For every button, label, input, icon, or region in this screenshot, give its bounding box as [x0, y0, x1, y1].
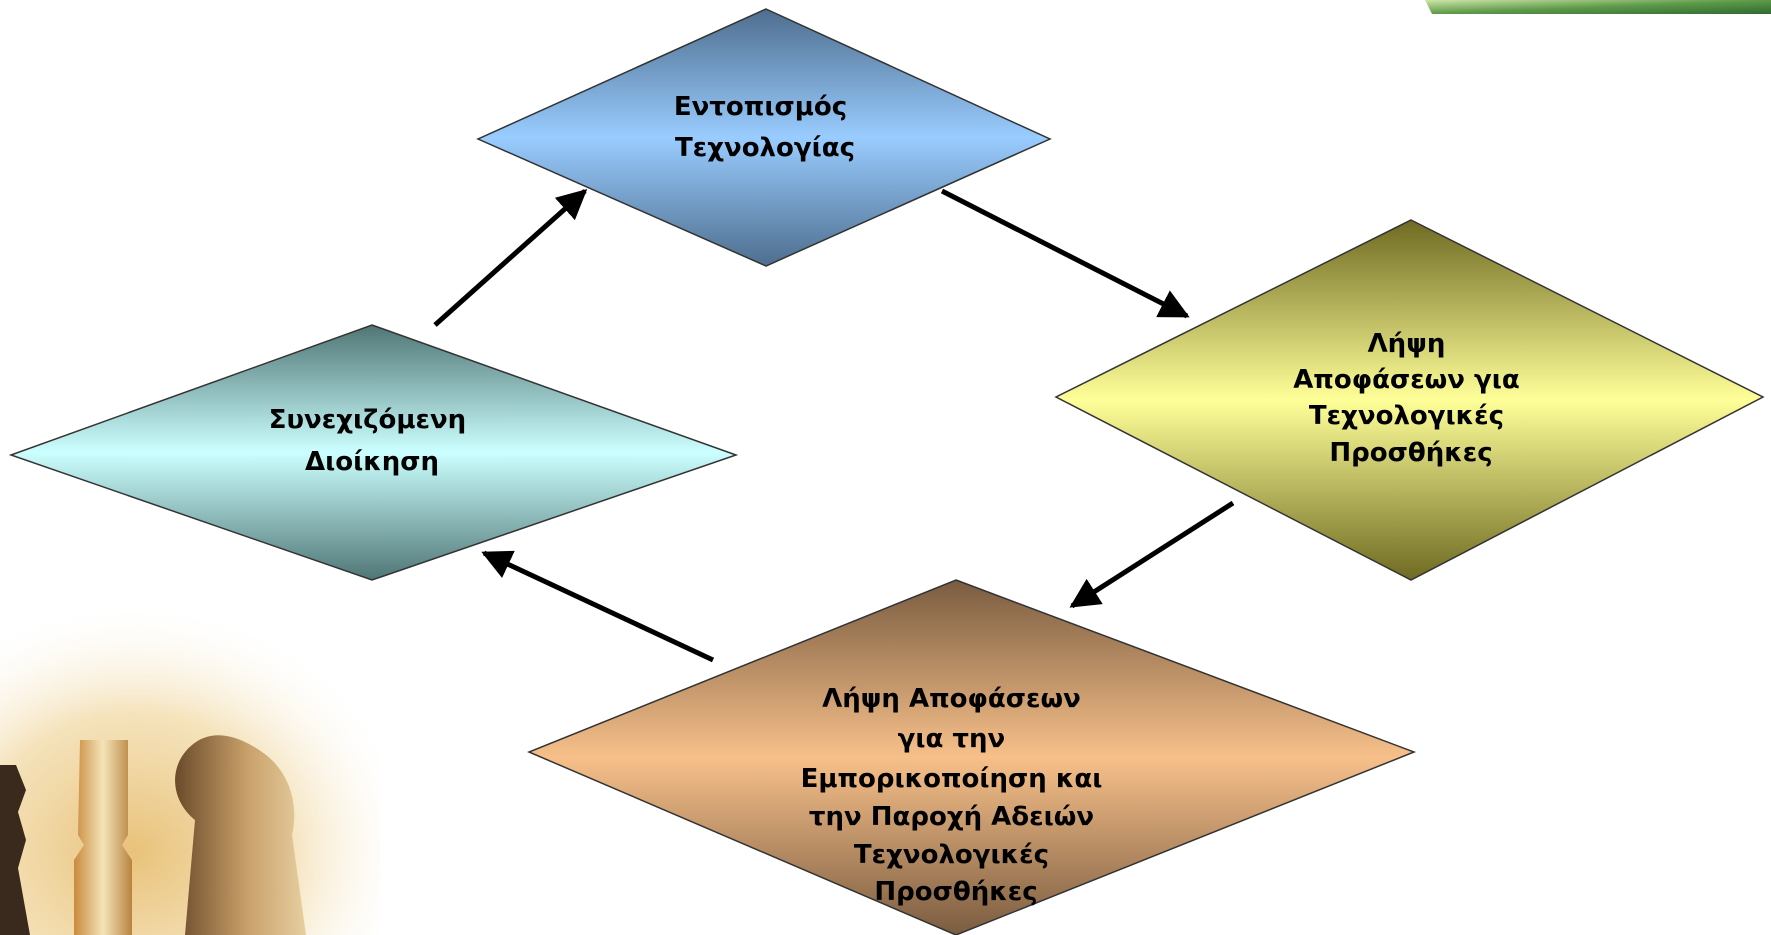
arrow-commercialization-to-management [481, 550, 715, 663]
diamond-shape [1054, 219, 1765, 581]
arrow-identification-to-acquisition [940, 188, 1190, 319]
label-line: Τεχνολογίας [675, 133, 855, 163]
corner-decoration-image [1425, 0, 1771, 14]
arrow-acquisition-to-commercialization [1069, 500, 1235, 609]
label-line: Διοίκηση [305, 447, 439, 477]
label-line: την Παροχή Αδειών [809, 802, 1094, 832]
diamond-shape [476, 8, 1052, 267]
node-label: Συνεχιζόμενη Διοίκηση [269, 405, 476, 477]
diamond-shape [527, 579, 1417, 935]
diamond-shape [8, 324, 739, 581]
label-line: για την [898, 724, 1006, 754]
label-line: Προσθήκες [1329, 438, 1492, 468]
label-line: Λήψη [1368, 329, 1446, 359]
label-line: Συνεχιζόμενη [269, 405, 466, 435]
node-label: Λήψη Αποφάσεων για Τεχνολογικές Προσθήκε… [1293, 329, 1529, 468]
node-label: Λήψη Αποφάσεων για την Εμπορικοποίηση κα… [801, 684, 1112, 907]
node-label: Εντοπισμός Τεχνολογίας [674, 92, 856, 163]
label-line: Εμπορικοποίηση και [801, 764, 1103, 794]
label-line: Προσθήκες [874, 877, 1037, 907]
chess-pieces-image [0, 600, 380, 935]
arrow-management-to-identification [433, 189, 588, 327]
flow-arrows [433, 188, 1235, 663]
node-technology-identification: Εντοπισμός Τεχνολογίας [476, 8, 1052, 267]
label-line: Αποφάσεων για [1293, 365, 1520, 395]
label-line: Λήψη Αποφάσεων [822, 684, 1081, 714]
label-line: Τεχνολογικές [854, 840, 1049, 870]
node-ongoing-management: Συνεχιζόμενη Διοίκηση [8, 324, 739, 581]
label-line: Τεχνολογικές [1309, 401, 1504, 431]
label-line: Εντοπισμός [674, 92, 847, 122]
node-commercialization-decision: Λήψη Αποφάσεων για την Εμπορικοποίηση κα… [527, 579, 1417, 935]
node-technology-acquisition-decision: Λήψη Αποφάσεων για Τεχνολογικές Προσθήκε… [1054, 219, 1765, 581]
